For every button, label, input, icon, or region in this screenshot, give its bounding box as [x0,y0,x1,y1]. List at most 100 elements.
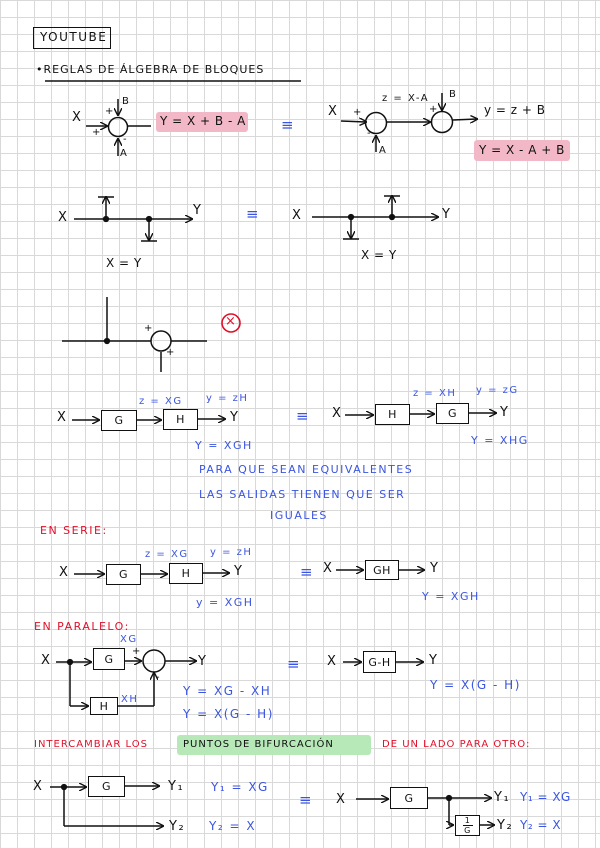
branch-x2: X [292,208,303,223]
invalid-mark: × [225,314,236,329]
series-lines [74,570,424,574]
series-equiv: ≡ [300,563,315,581]
branch-x1: X [58,210,69,225]
cascade-equiv: ≡ [296,407,311,425]
swap-eq1b: Y₁ = XG [520,790,571,804]
swap-eq2: Y₂ = X [209,819,257,833]
parallel-plus: + [132,646,142,657]
swap-equiv: ≡ [299,791,314,809]
sum-result: Y = X + B - A [160,114,246,128]
sum2-z-label: z = X-A [382,93,430,104]
series-block-g: G [106,564,141,585]
parallel-res2: Y = X(G - H) [183,707,274,721]
series-y2: Y [430,561,440,576]
parallel-y2: Y [429,653,439,668]
cascade-block-h2: H [375,404,410,425]
swap-y2b: Y₂ [497,818,514,833]
parallel-y: Y [198,654,208,669]
inverse-denominator: G [464,826,471,835]
sum2-x-label: X [328,104,339,119]
swap-eq1: Y₁ = XG [211,780,269,794]
series-res: y = XGH [196,596,254,609]
cascade-x2: X [332,406,343,421]
sum-b-label: B [122,96,131,107]
parallel-label: EN PARALELO: [34,620,130,633]
parallel-x2: X [327,654,338,669]
cascade-y: Y [230,410,240,425]
swap-y1: Y₁ [168,779,185,794]
branch-rule-right [312,196,438,240]
sum2-result-highlight [474,140,570,161]
parallel-block-g: G [93,648,125,670]
inverse-numerator: 1 [464,816,471,825]
series-res2: Y = XGH [422,590,480,603]
swap-y1b: Y₁ [494,790,511,805]
sum2-plus-b: + [429,104,439,115]
swap-block-inverse-g: 1 G [455,815,480,836]
series-y: Y [234,564,244,579]
series-x2: X [323,561,334,576]
page-title: YOUTUBE [40,30,108,44]
cascade-res2: Y = XHG [471,434,529,447]
sum-rule-right [340,93,477,152]
branch-y1: Y [193,203,203,218]
section-heading: •REGLAS DE ÁLGEBRA DE BLOQUES [36,63,265,76]
branch-equiv: ≡ [246,205,261,223]
cascade-note-2: LAS SALIDAS TIENEN QUE SER [199,488,406,501]
swap-label-b: PUNTOS DE BIFURCACIÓN [183,739,334,750]
cascade-note-1: PARA QUE SEAN EQUIVALENTES [199,463,414,476]
sum-minus: - [123,134,129,145]
branch-eq2: X = Y [361,248,397,262]
sum2-minus: - [367,128,373,139]
swap-x: X [33,779,44,794]
series-z: z = XG [145,549,189,560]
fraction-bar [462,825,473,826]
invalid-plus2: + [166,347,176,358]
parallel-res1: Y = XG - XH [183,684,272,698]
swap-lines [50,785,494,826]
swap-label-c: DE UN LADO PARA OTRO: [382,739,531,750]
cascade-block-h: H [163,409,198,430]
sum-plus-top: + [105,106,115,117]
sum-x-label: X [72,110,83,125]
parallel-xh: XH [121,694,139,705]
series-label: EN SERIE: [40,524,108,537]
parallel-block-h: H [90,697,118,715]
parallel-lines [56,649,423,706]
cascade-note-3: IGUALES [270,509,328,522]
branch-eq1: X = Y [106,256,142,270]
invalid-rule [62,297,207,372]
cascade-block-g2: G [436,403,469,424]
branch-y2: Y [442,207,452,222]
sum2-y-label: y = z + B [484,103,546,117]
cascade-x: X [57,410,68,425]
series-yz: y = zH [210,547,253,558]
swap-label-a: INTERCAMBIAR LOS [34,739,148,750]
cascade-y2: Y [500,405,510,420]
sum2-plus-a: + [353,107,363,118]
cascade-yz2: y = zG [476,385,519,396]
sum-a-label: A [120,148,129,159]
sum-equiv: ≡ [281,116,296,134]
invalid-circle [221,313,241,333]
parallel-block-gh: G-H [363,651,396,673]
sum2-a-label: A [379,145,388,156]
series-block-gh: GH [365,560,399,580]
parallel-minus: - [156,672,162,683]
swap-block-g2: G [390,787,428,809]
sum2-b-label: B [449,89,458,100]
parallel-equiv: ≡ [287,655,302,673]
sum-rule-left [86,99,151,156]
swap-x2: X [336,792,347,807]
cascade-z2: z = XH [413,388,457,399]
swap-y2: Y₂ [169,819,186,834]
cascade-lines [72,413,496,420]
sum2-result: Y = X - A + B [479,143,565,157]
cascade-res1: Y = XGH [195,439,253,452]
cascade-z: z = XG [139,396,183,407]
sum-plus-left: + [92,127,102,138]
branch-rule-left [74,197,192,242]
parallel-xg: XG [120,634,138,645]
